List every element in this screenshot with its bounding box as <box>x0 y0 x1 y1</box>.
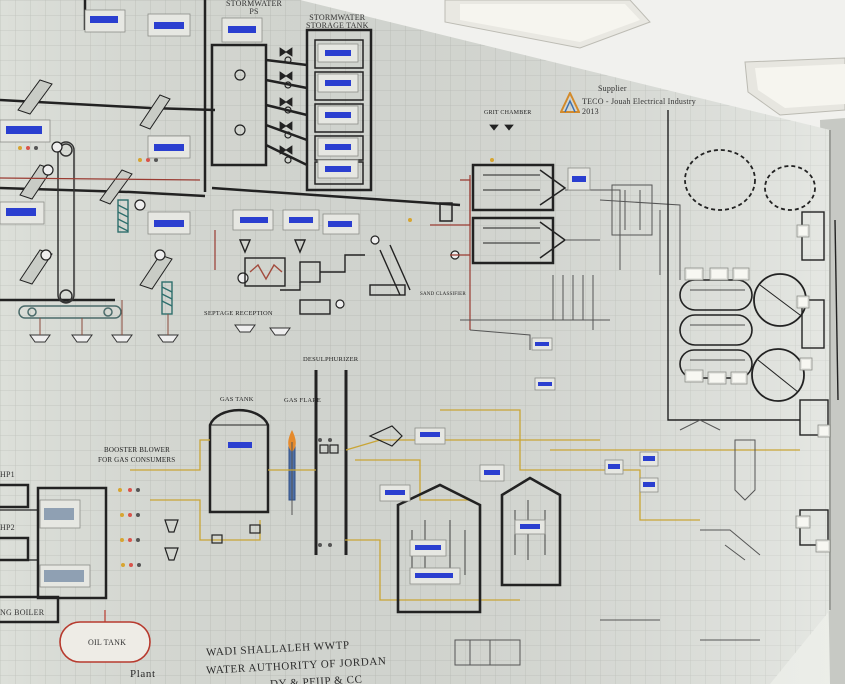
septage-reception-label: SEPTAGE RECEPTION <box>204 310 273 317</box>
ceiling-light-1 <box>444 0 651 49</box>
gas-flare-label: GAS FLARE <box>284 397 322 404</box>
teco-logo-icon <box>559 90 581 113</box>
motor-symbols <box>40 141 460 309</box>
supplier-year: 2013 <box>582 107 599 116</box>
heat-exchangers <box>0 483 108 600</box>
hoppers <box>29 324 291 343</box>
teco-logo <box>559 90 581 114</box>
lcd-meters <box>0 9 831 588</box>
blowers <box>164 425 403 561</box>
desulphurizer <box>314 370 348 555</box>
gas-lines <box>130 409 800 601</box>
red-process-lines <box>0 175 471 330</box>
supplier-name: TECO - Jouah Electrical Industry <box>582 97 696 106</box>
stormwater-tank-label: STORMWATER STORAGE TANK <box>306 13 369 30</box>
ceiling-light-2 <box>744 57 845 116</box>
booster-blower-label-1: BOOSTER BLOWER <box>104 446 170 454</box>
septage-section <box>238 239 411 315</box>
gas-tank-label: GAS TANK <box>220 396 254 403</box>
grit-chamber <box>439 163 567 265</box>
heating-boiler <box>0 595 60 624</box>
booster-blower-label-2: FOR GAS CONSUMERS <box>98 456 176 464</box>
hp1-label: HP1 <box>0 470 15 479</box>
oil-tank <box>59 610 151 663</box>
stormwater-tank-cells <box>314 39 364 185</box>
screw-conveyors <box>117 199 173 315</box>
plant-label: Plant <box>130 668 156 680</box>
drop-lines <box>39 300 169 335</box>
oil-tank-label: OIL TANK <box>88 638 127 647</box>
heating-boiler-label: NG BOILER <box>0 608 45 617</box>
primary-clarifiers <box>684 149 816 402</box>
hp2-label: HP2 <box>0 523 15 532</box>
stormwater-ps-label: STORMWATER PS <box>226 0 283 16</box>
pipe-network <box>460 184 681 350</box>
screening-section <box>0 0 216 302</box>
gas-tank <box>208 408 270 514</box>
bottom-pipework <box>454 419 761 666</box>
valves <box>279 47 514 155</box>
sand-classifier-label: SAND CLASSIFIER <box>420 292 466 297</box>
desulphurizer-label: DESULPHURIZER <box>303 356 359 363</box>
grit-chamber-label: GRIT CHAMBER <box>484 110 532 116</box>
pumps <box>234 56 292 164</box>
supplier-label: Supplier <box>598 84 627 93</box>
